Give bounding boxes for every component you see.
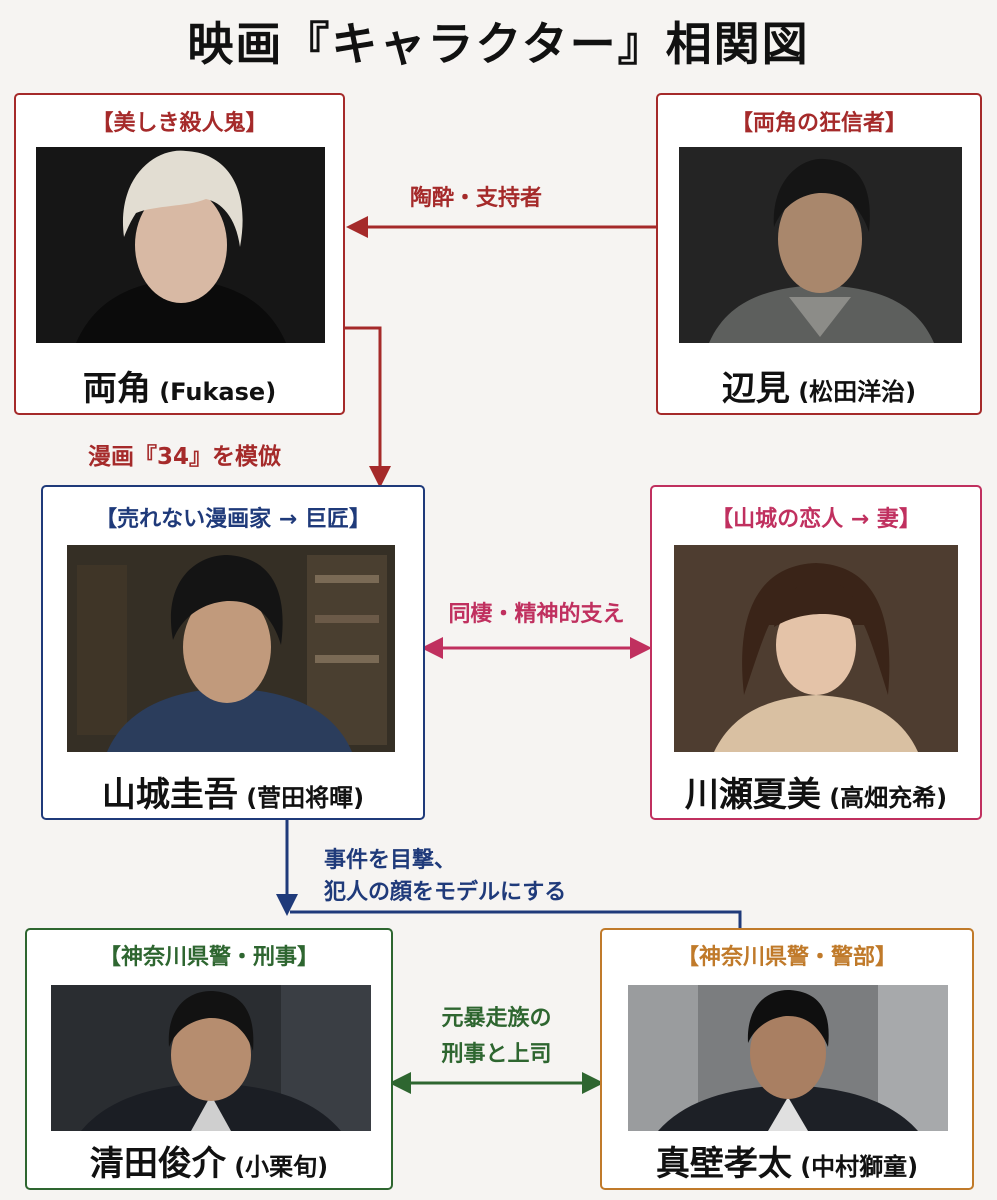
portrait-kawase — [674, 545, 958, 752]
relation-label-henmi-ryokaku: 陶酔・支持者 — [410, 186, 543, 211]
name-line: 山城圭吾 (菅田将暉) — [43, 767, 423, 816]
relation-label-kiyota-makabe-2: 刑事と上司 — [441, 1042, 552, 1067]
portrait-makabe — [628, 985, 948, 1131]
arrow-ryokaku-to-yamashiro — [345, 326, 391, 488]
name-line: 真壁孝太 (中村獅童) — [602, 1136, 972, 1185]
actor-name: 松田洋治 — [809, 378, 906, 406]
relation-label-ryokaku-yamashiro: 漫画『34』を模倣 — [88, 444, 282, 470]
role-label: 【両角の狂信者】 — [730, 111, 907, 136]
relation-label-yamashiro-kawase: 同棲・精神的支え — [448, 602, 625, 627]
portrait-yamashiro — [67, 545, 395, 752]
character-name: 辺見 — [721, 369, 790, 409]
character-name: 真壁孝太 — [655, 1144, 792, 1184]
actor-name-wrap: (中村獅童) — [791, 1153, 919, 1181]
page-title: 映画『キャラクター』相関図 — [187, 17, 810, 71]
actor-name: 中村獅童 — [811, 1153, 908, 1181]
actor-name-wrap: (Fukase) — [150, 378, 277, 406]
name-line: 辺見 (松田洋治) — [658, 361, 980, 410]
name-line: 川瀬夏美 (高畑充希) — [652, 767, 980, 816]
portrait-kiyota — [51, 985, 371, 1131]
card-kiyota: 【神奈川県警・刑事】 清田俊介 (小栗旬) — [25, 928, 393, 1190]
role-label: 【売れない漫画家 → 巨匠】 — [95, 507, 371, 532]
actor-name-wrap: (松田洋治) — [789, 378, 917, 406]
character-name: 川瀬夏美 — [684, 775, 821, 815]
relation-label-yamashiro-kiyota-1: 事件を目撃、 — [324, 848, 457, 873]
line-makabe-to-yamashiro-arrow — [290, 910, 742, 928]
portrait-ryokaku — [36, 147, 325, 343]
card-kawase: 【山城の恋人 → 妻】 川瀬夏美 (高畑充希) — [650, 485, 982, 820]
character-name: 両角 — [82, 369, 151, 409]
role-label: 【美しき殺人鬼】 — [91, 111, 268, 136]
actor-name: 小栗旬 — [245, 1153, 318, 1181]
actor-name-wrap: (高畑充希) — [820, 784, 948, 812]
card-yamashiro: 【売れない漫画家 → 巨匠】 山城圭吾 (菅田将暉) — [41, 485, 425, 820]
name-line: 両角 (Fukase) — [16, 361, 343, 410]
card-ryokaku: 【美しき殺人鬼】 両角 (Fukase) — [14, 93, 345, 415]
actor-name: 高畑充希 — [840, 784, 937, 812]
portrait-henmi — [679, 147, 962, 343]
card-makabe: 【神奈川県警・警部】 真壁孝太 (中村獅童) — [600, 928, 974, 1190]
actor-name: 菅田将暉 — [257, 784, 354, 812]
card-henmi: 【両角の狂信者】 辺見 (松田洋治) — [656, 93, 982, 415]
character-name: 山城圭吾 — [101, 775, 238, 815]
character-name: 清田俊介 — [89, 1144, 226, 1184]
relation-label-kiyota-makabe-1: 元暴走族の — [441, 1006, 552, 1031]
role-label: 【神奈川県警・刑事】 — [98, 945, 319, 970]
actor-name: Fukase — [170, 378, 266, 406]
actor-name-wrap: (小栗旬) — [225, 1153, 329, 1181]
relation-label-yamashiro-kiyota-2: 犯人の顔をモデルにする — [324, 880, 567, 905]
actor-name-wrap: (菅田将暉) — [237, 784, 365, 812]
role-label: 【神奈川県警・警部】 — [676, 945, 897, 970]
name-line: 清田俊介 (小栗旬) — [27, 1136, 391, 1185]
role-label: 【山城の恋人 → 妻】 — [711, 507, 921, 532]
